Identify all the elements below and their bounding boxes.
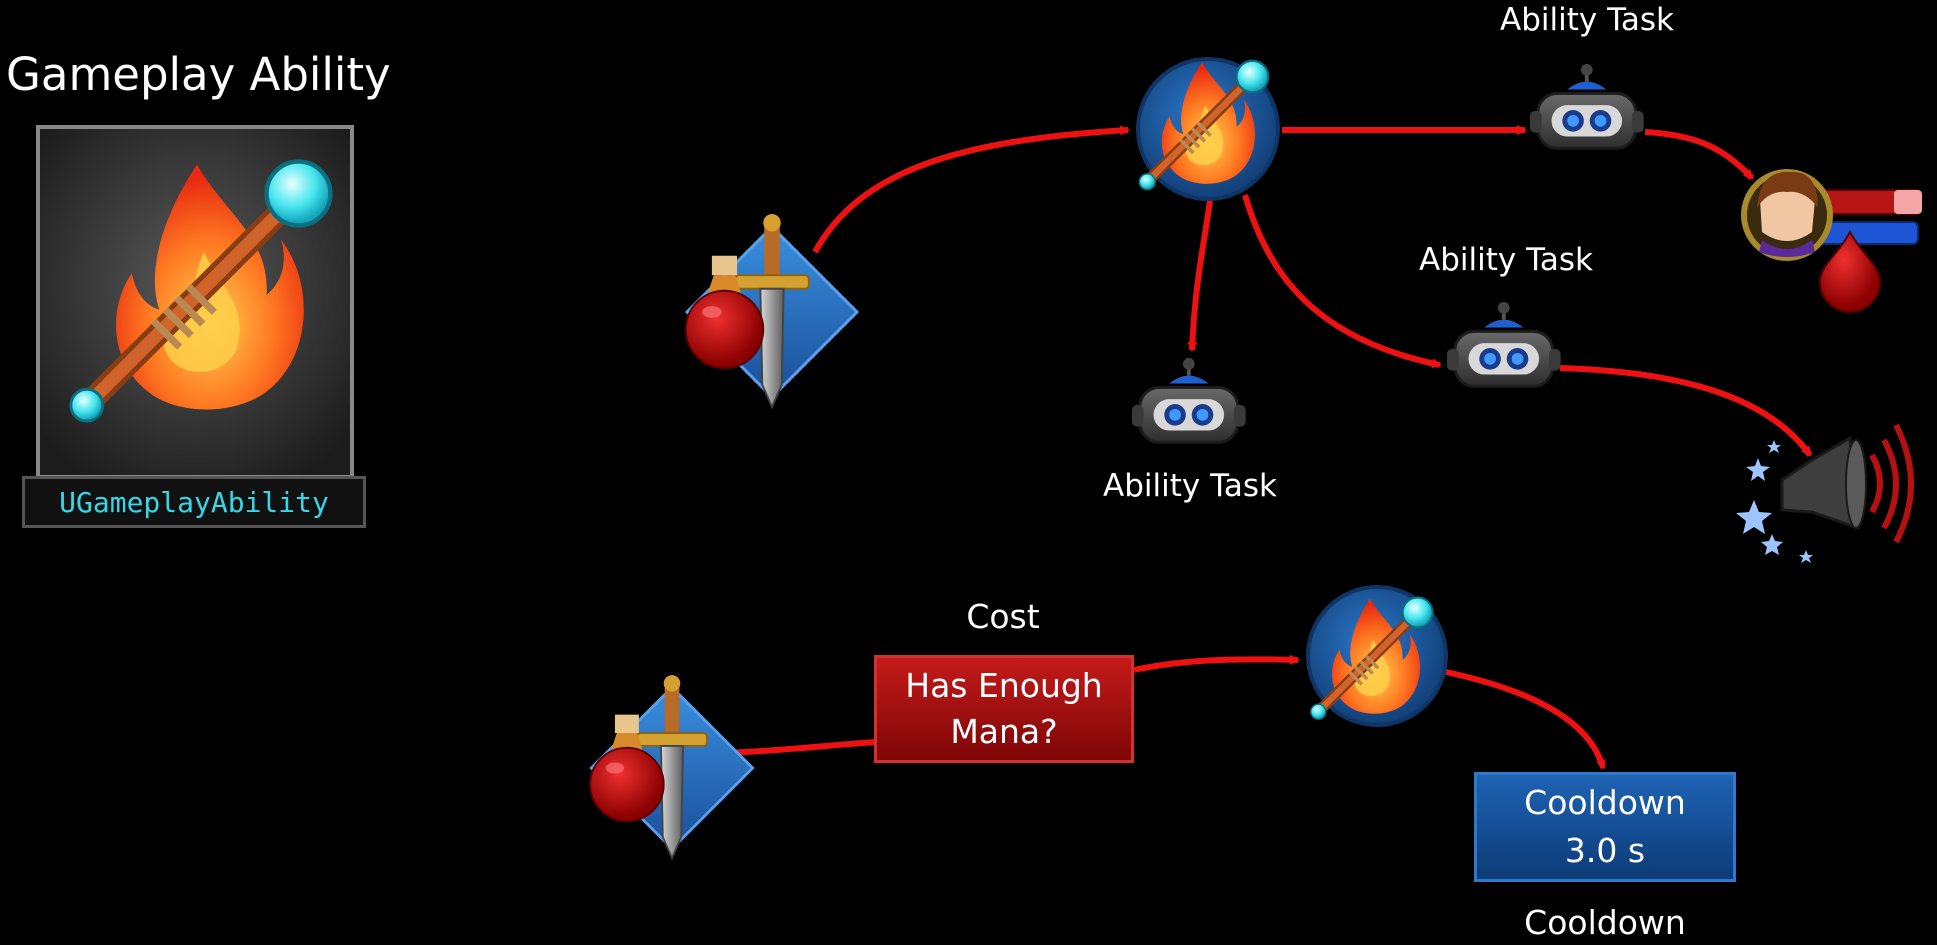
ability-task-label: Ability Task xyxy=(1500,2,1674,38)
robot-task-icon xyxy=(1444,300,1563,389)
page-title: Gameplay Ability xyxy=(6,48,391,101)
cost-check-line1: Has Enough xyxy=(905,666,1103,705)
cooldown-box-line1: Cooldown xyxy=(1524,783,1686,822)
cooldown-label: Cooldown xyxy=(1524,903,1686,942)
robot-task-icon xyxy=(1527,62,1646,151)
robot-task-icon xyxy=(1129,356,1248,445)
hero-portrait-icon xyxy=(1741,169,1922,261)
arrow-sword-to-ability xyxy=(812,125,1130,254)
ability-circle-bottom xyxy=(1308,585,1448,727)
class-name-label: UGameplayAbility xyxy=(22,476,366,528)
cooldown-box-line2: 3.0 s xyxy=(1564,831,1646,870)
arrow-ability-to-cooldown xyxy=(1445,669,1606,770)
cost-check-line2: Mana? xyxy=(950,712,1058,751)
ability-task-label: Ability Task xyxy=(1103,468,1277,504)
cooldown-box: Cooldown 3.0 s xyxy=(1474,772,1736,882)
sword-potion-icon xyxy=(588,673,755,860)
ability-circle-top xyxy=(1138,59,1280,201)
sword-potion-icon xyxy=(684,212,859,409)
arrow-sword-to-cost xyxy=(727,739,877,756)
blood-drop-icon xyxy=(1818,229,1882,313)
speaker-icon xyxy=(1736,423,1914,563)
arrow-task2-to-speaker xyxy=(1559,365,1813,457)
cost-check-box: Has Enough Mana? xyxy=(874,655,1134,763)
ability-task-label: Ability Task xyxy=(1419,242,1593,278)
arrow-ability-to-task2 xyxy=(1242,194,1442,369)
arrow-cost-to-ability xyxy=(1133,654,1300,673)
cost-label: Cost xyxy=(966,597,1040,636)
arrow-task1-to-hero xyxy=(1644,129,1755,181)
arrow-ability-to-task3 xyxy=(1187,199,1213,352)
